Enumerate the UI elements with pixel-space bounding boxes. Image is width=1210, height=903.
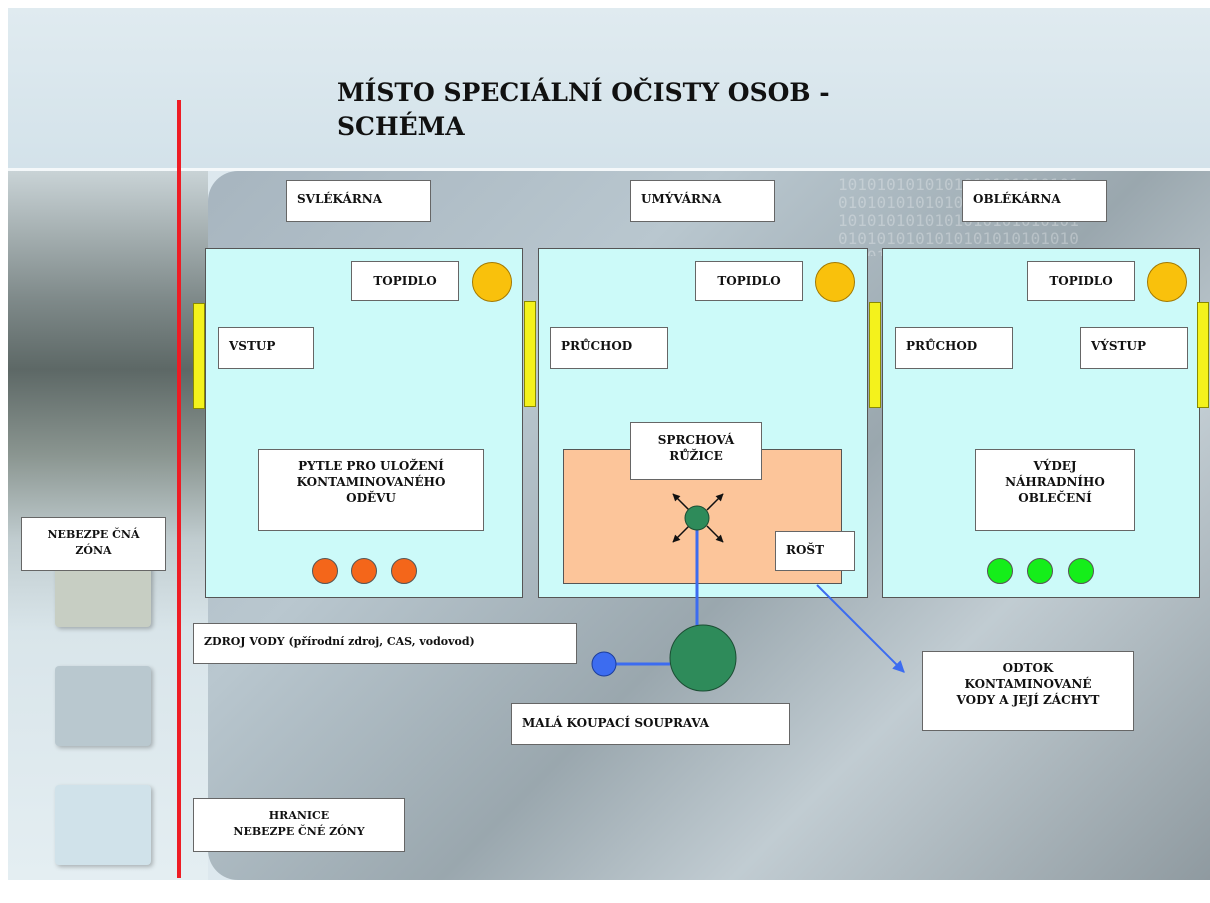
- drain-label-line-1: ODTOK: [1002, 661, 1054, 675]
- heater-label-1: TOPIDLO: [351, 261, 459, 301]
- heater-circle-2: [815, 262, 855, 302]
- passage-label-1: PRŮCHOD: [550, 327, 668, 369]
- door-passage-1: [524, 301, 536, 407]
- water-source-label: ZDROJ VODY (přírodní zdroj, CAS, vodovod…: [193, 623, 577, 664]
- bags-label-line-1: PYTLE PRO ULOŽENÍ: [298, 459, 444, 473]
- clothes-dot-2: [1027, 558, 1053, 584]
- bag-dot-1: [312, 558, 338, 584]
- shower-head-label: SPRCHOVÁ RŮŽICE: [630, 422, 762, 480]
- page-title: MÍSTO SPECIÁLNÍ OČISTY OSOB - SCHÉMA: [337, 76, 830, 144]
- clothes-label-line-3: OBLEČENÍ: [1018, 491, 1092, 505]
- clothes-dot-1: [987, 558, 1013, 584]
- danger-zone-line-1: NEBEZPE ČNÁ: [47, 528, 140, 541]
- room-label-svlekarna: SVLÉKÁRNA: [286, 180, 431, 222]
- room-label-umyvarna: UMÝVÁRNA: [630, 180, 775, 222]
- bag-dot-2: [351, 558, 377, 584]
- clothes-dot-3: [1068, 558, 1094, 584]
- decor-square-3: [55, 785, 151, 865]
- bag-dot-3: [391, 558, 417, 584]
- drain-label-line-3: VODY A JEJÍ ZÁCHYT: [956, 693, 1100, 707]
- bags-label-line-3: ODĚVU: [346, 491, 396, 505]
- title-line-1: MÍSTO SPECIÁLNÍ OČISTY OSOB -: [337, 78, 830, 107]
- heater-circle-1: [472, 262, 512, 302]
- danger-zone-boundary-line: [177, 100, 181, 878]
- entrance-label: VSTUP: [218, 327, 314, 369]
- bags-label-line-2: KONTAMINOVANÉHO: [296, 475, 446, 489]
- room-oblekarna: [882, 248, 1200, 598]
- clothes-label-line-2: NÁHRADNÍHO: [1005, 475, 1105, 489]
- heater-label-2: TOPIDLO: [695, 261, 803, 301]
- clothes-label: VÝDEJ NÁHRADNÍHO OBLEČENÍ: [975, 449, 1135, 531]
- shower-label-line-2: RŮŽICE: [669, 449, 723, 463]
- boundary-label-line-1: HRANICE: [268, 809, 330, 822]
- grate-label: ROŠT: [775, 531, 855, 571]
- danger-zone-line-2: ZÓNA: [75, 544, 112, 557]
- bath-kit-label: MALÁ KOUPACÍ SOUPRAVA: [511, 703, 790, 745]
- title-line-2: SCHÉMA: [337, 112, 465, 141]
- passage-label-2: PRŮCHOD: [895, 327, 1013, 369]
- drain-label: ODTOK KONTAMINOVANÉ VODY A JEJÍ ZÁCHYT: [922, 651, 1134, 731]
- boundary-label-line-2: NEBEZPE ČNÉ ZÓNY: [233, 825, 365, 838]
- shower-label-line-1: SPRCHOVÁ: [657, 433, 735, 447]
- decor-square-2: [55, 666, 151, 746]
- header-band: [8, 8, 1210, 168]
- header-divider: [8, 168, 1210, 171]
- room-label-oblekarna: OBLÉKÁRNA: [962, 180, 1107, 222]
- boundary-label: HRANICE NEBEZPE ČNÉ ZÓNY: [193, 798, 405, 852]
- room-svlekarna: [205, 248, 523, 598]
- door-exit: [1197, 302, 1209, 408]
- bags-label: PYTLE PRO ULOŽENÍ KONTAMINOVANÉHO ODĚVU: [258, 449, 484, 531]
- clothes-label-line-1: VÝDEJ: [1033, 459, 1077, 473]
- door-passage-2: [869, 302, 881, 408]
- drain-label-line-2: KONTAMINOVANÉ: [964, 677, 1092, 691]
- door-entrance: [193, 303, 205, 409]
- danger-zone-label: NEBEZPE ČNÁ ZÓNA: [21, 517, 166, 571]
- heater-label-3: TOPIDLO: [1027, 261, 1135, 301]
- exit-label: VÝSTUP: [1080, 327, 1188, 369]
- heater-circle-3: [1147, 262, 1187, 302]
